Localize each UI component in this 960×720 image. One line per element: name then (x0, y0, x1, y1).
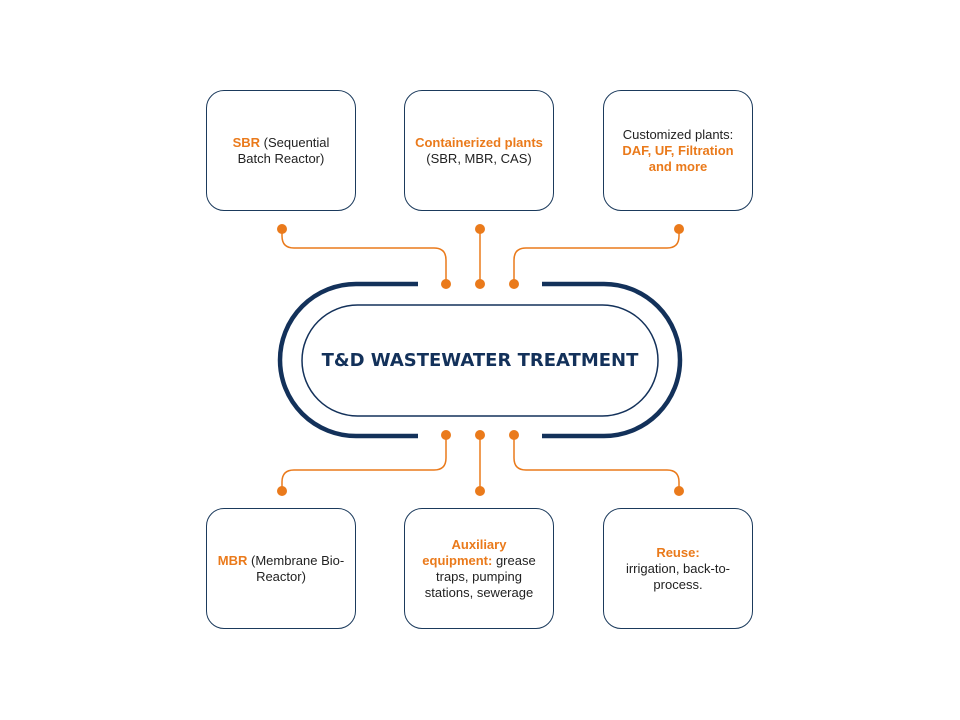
box-mbr-highlight: MBR (217, 552, 248, 568)
dot-bottom-left-box (277, 486, 287, 496)
connector-bottom-left (281, 435, 447, 491)
dot-top-left-ring (441, 279, 451, 289)
box-sbr: SBR (Sequential Batch Reactor) (206, 90, 356, 211)
dot-top-center-ring (475, 279, 485, 289)
connector-top-right (513, 229, 680, 284)
connector-top-left (281, 229, 447, 284)
box-reuse-text: irrigation, back-to-process. (625, 560, 731, 592)
dot-bottom-center-box (475, 486, 485, 496)
box-containerized-plants: Containerized plants (SBR, MBR, CAS) (404, 90, 554, 211)
dot-top-left-box (277, 224, 287, 234)
box-auxiliary-text: grease traps, pumping stations, sewerage (424, 552, 536, 600)
dot-top-right-box (674, 224, 684, 234)
dot-bottom-right-ring (509, 430, 519, 440)
box-auxiliary-equipment: Auxiliary equipment: grease traps, pumpi… (404, 508, 554, 629)
dot-bottom-left-ring (441, 430, 451, 440)
dot-bottom-right-box (674, 486, 684, 496)
box-customized-plants: Customized plants: DAF, UF, Filtration a… (603, 90, 753, 211)
center-title: T&D WASTEWATER TREATMENT (321, 350, 639, 371)
box-customized-prefix: Customized plants: (622, 126, 734, 142)
dot-top-right-ring (509, 279, 519, 289)
outer-ring-right (542, 281, 683, 439)
inner-pill (301, 304, 659, 417)
box-reuse: Reuse: irrigation, back-to-process. (603, 508, 753, 629)
dot-bottom-center-ring (475, 430, 485, 440)
box-mbr-text: (Membrane Bio-Reactor) (247, 552, 345, 584)
box-sbr-highlight: SBR (232, 134, 261, 150)
box-mbr: MBR (Membrane Bio-Reactor) (206, 508, 356, 629)
box-sbr-text: (Sequential Batch Reactor) (237, 134, 330, 166)
box-containerized-highlight: Containerized plants (415, 134, 543, 150)
dot-top-center-box (475, 224, 485, 234)
box-customized-highlight: DAF, UF, Filtration and more (622, 142, 734, 174)
connector-bottom-right (513, 435, 680, 491)
outer-ring-left (277, 281, 418, 439)
box-auxiliary-highlight: Auxiliary equipment: (422, 536, 507, 568)
box-containerized-text: (SBR, MBR, CAS) (426, 150, 532, 166)
box-reuse-highlight: Reuse: (656, 544, 700, 560)
